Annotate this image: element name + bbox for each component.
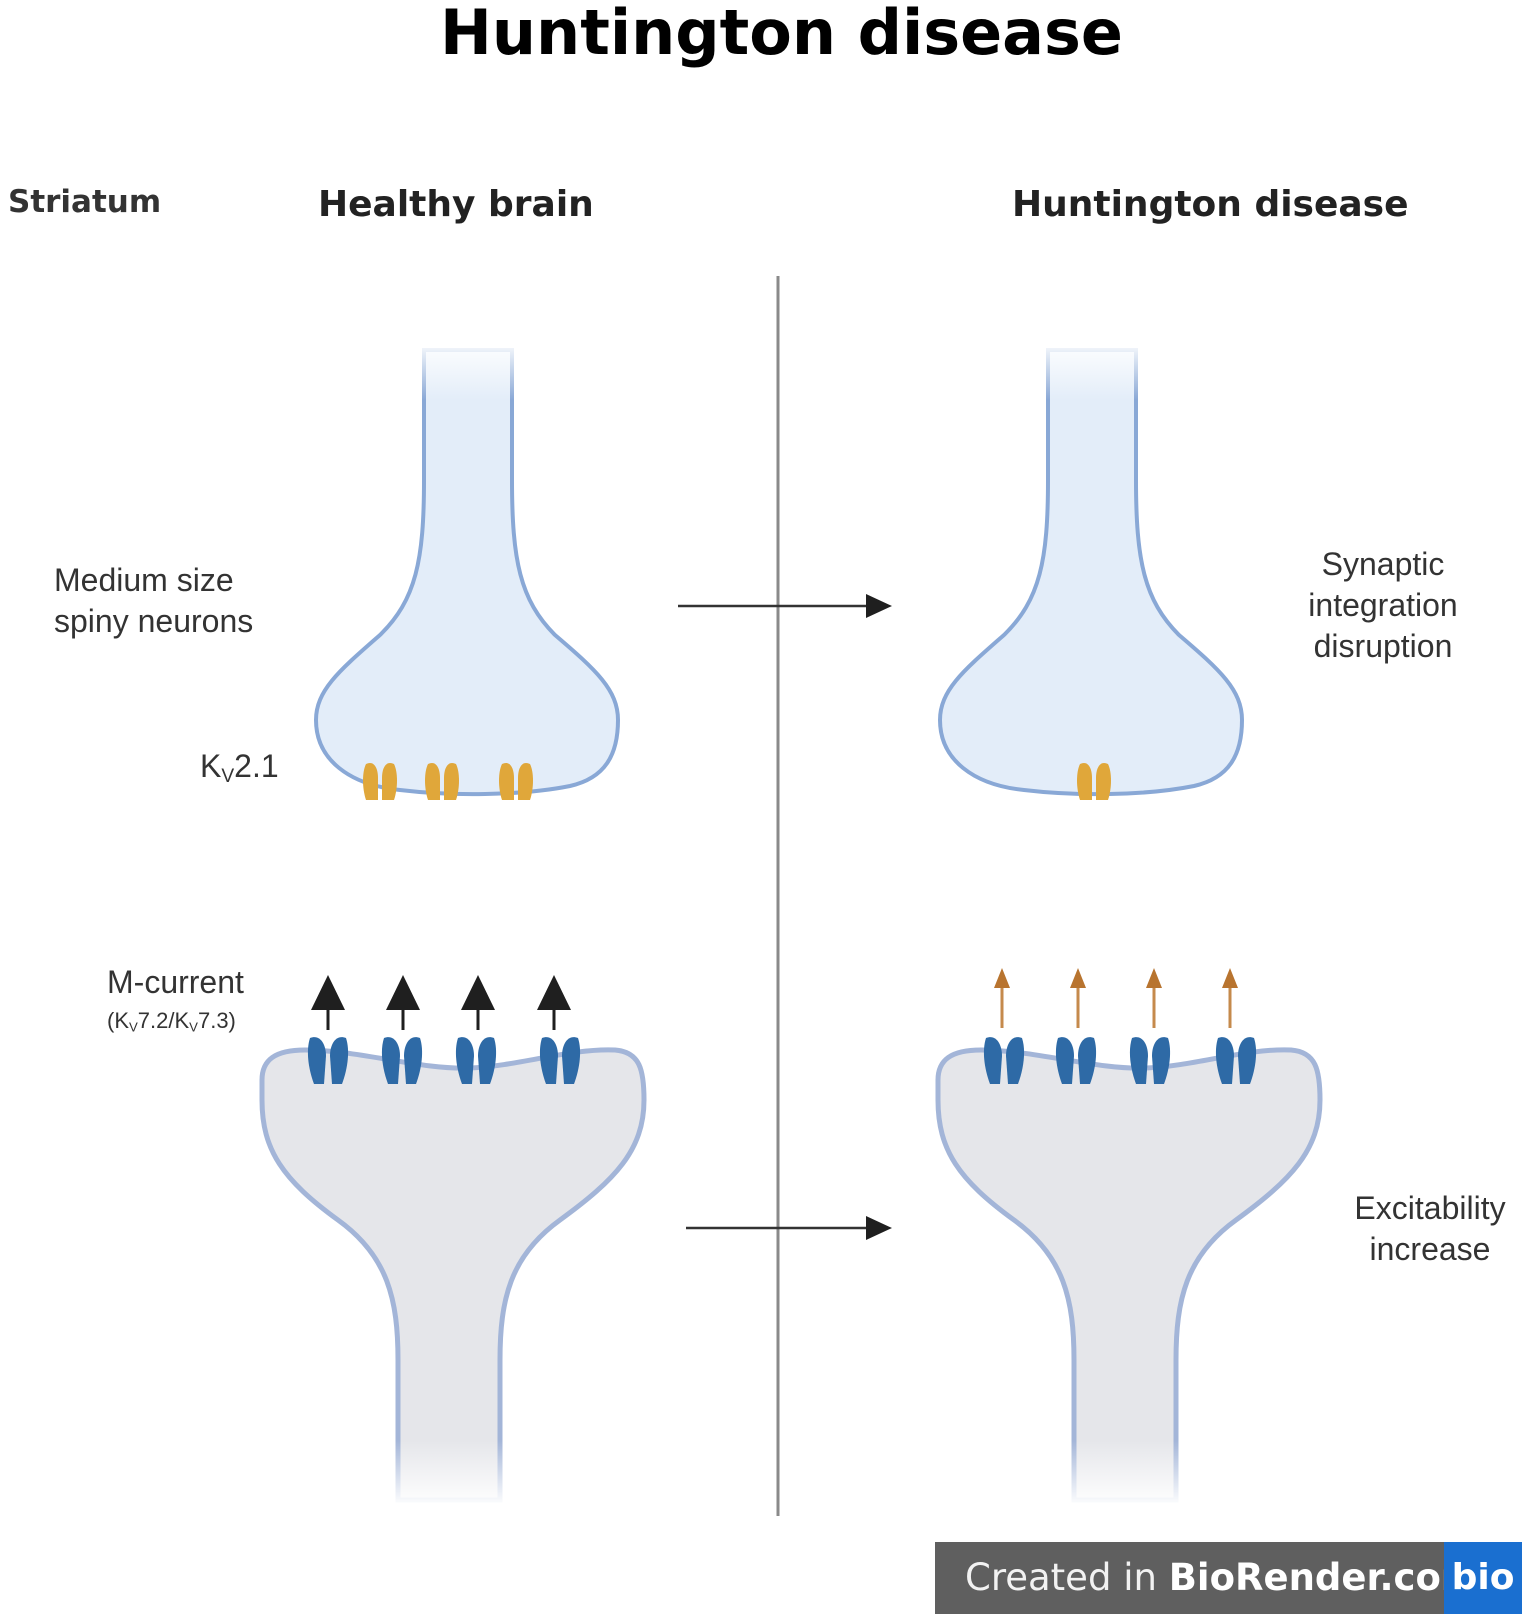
region-label: Striatum (8, 184, 162, 220)
kv21-channel (425, 762, 459, 800)
diagram-title: Huntington disease (440, 0, 1123, 69)
m-current-arrow (461, 975, 495, 1030)
excitability-increase-label: Excitability increase (1354, 1190, 1506, 1267)
m-current-arrow (311, 975, 345, 1030)
disease-column-header: Huntington disease (1012, 184, 1409, 225)
biorender-watermark: Created in BioRender.com bio (935, 1542, 1522, 1614)
kv7-channel (455, 1037, 497, 1084)
reduced-m-current-arrow (1222, 968, 1238, 1028)
kv21-channel (363, 762, 397, 800)
neuron-type-label: Medium size spiny neurons (54, 562, 254, 639)
m-current-label: M-current (107, 964, 244, 1000)
kv7-channel (307, 1037, 349, 1084)
kv7-channel (539, 1037, 581, 1084)
kv21-channel (1077, 762, 1111, 800)
kv21-label: KV2.1 (200, 748, 279, 787)
reduced-m-current-arrow (994, 968, 1010, 1028)
kv7-subunits-label: (KV7.2/KV7.3) (107, 1008, 236, 1035)
disease-presynaptic-terminal (937, 340, 1245, 797)
healthy-presynaptic-terminal (313, 340, 621, 797)
m-current-arrow (537, 975, 571, 1030)
transition-arrow-bottom (686, 1216, 892, 1240)
transition-arrow-top (678, 594, 892, 618)
biorender-logo: bio (1444, 1542, 1522, 1614)
kv7-channel (1215, 1037, 1257, 1084)
disease-postsynaptic-spine (935, 1047, 1323, 1506)
m-current-arrow (386, 975, 420, 1030)
reduced-m-current-arrow (1146, 968, 1162, 1028)
synaptic-disruption-label: Synaptic integration disruption (1308, 546, 1458, 664)
kv7-channel (381, 1037, 423, 1084)
healthy-column-header: Healthy brain (318, 184, 594, 225)
kv7-channel (1129, 1037, 1171, 1084)
kv7-channel (1055, 1037, 1097, 1084)
watermark-text: Created in BioRender.com (965, 1556, 1480, 1599)
kv7-channel (983, 1037, 1025, 1084)
reduced-m-current-arrow (1070, 968, 1086, 1028)
healthy-postsynaptic-spine (259, 1047, 647, 1506)
kv21-channel (499, 762, 533, 800)
